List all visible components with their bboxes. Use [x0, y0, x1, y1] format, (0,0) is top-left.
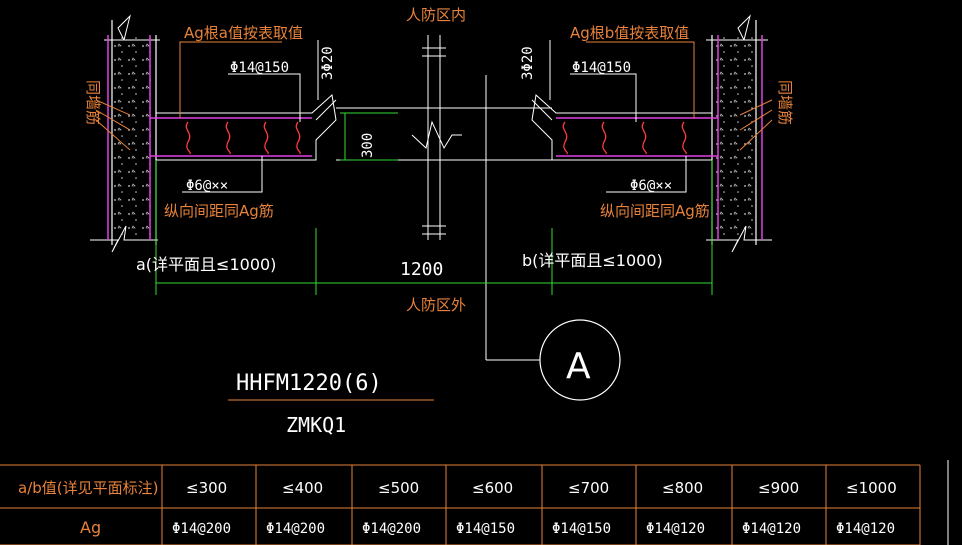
table-col-header: ≤500: [378, 479, 419, 497]
table-value-cell: Φ14@200: [266, 521, 325, 537]
right-top-note: Ag根b值按表取值: [570, 24, 689, 42]
table-col-header: ≤900: [758, 479, 799, 497]
table-value-cell: Φ14@120: [742, 521, 801, 537]
table-value-cell: Φ14@150: [456, 521, 515, 537]
stirrup-note-right: 纵向间距同Ag筋: [600, 202, 710, 220]
rebar-top-right-label: Φ14@150: [572, 60, 631, 76]
drawing-subtitle: ZMKQ1: [286, 413, 346, 437]
inside-zone-label: 人防区内: [406, 6, 466, 24]
table-col-header: ≤400: [282, 479, 323, 497]
table-col-header: ≤700: [568, 479, 609, 497]
section-marker-letter: A: [566, 346, 591, 387]
bars-right-label: 3Φ20: [520, 46, 536, 80]
table-header-label: a/b值(详见平面标注): [18, 479, 158, 497]
dimension-a-label: a(详平面且≤1000): [136, 255, 276, 274]
white-leaders: [182, 40, 687, 193]
table-value-cell: Φ14@150: [552, 521, 611, 537]
stirrup-right-label: Φ6@××: [630, 178, 672, 194]
center-axis: [411, 35, 540, 361]
table-ag-label: Ag: [80, 518, 101, 537]
drawing-title: HHFM1220(6): [236, 371, 382, 396]
rebar-lines: [150, 117, 718, 157]
table-value-cell: Φ14@200: [362, 521, 421, 537]
table-col-header: ≤600: [472, 479, 513, 497]
table-value-cell: Φ14@200: [172, 521, 231, 537]
height-dimension: 300: [360, 133, 376, 158]
rebar-top-left-label: Φ14@150: [230, 60, 289, 76]
leader-lines: [95, 41, 773, 151]
dimension-1200-label: 1200: [400, 259, 443, 280]
rebar-table: a/b值(详见平面标注) Ag ≤300 ≤400 ≤500 ≤600 ≤700…: [0, 460, 949, 545]
left-wall: [90, 14, 160, 253]
right-wall: [706, 14, 772, 253]
left-top-note: Ag根a值按表取值: [184, 24, 303, 42]
stirrup-note-left: 纵向间距同Ag筋: [164, 202, 274, 220]
left-beam: [156, 94, 337, 161]
dimension-b-label: b(详平面且≤1000): [522, 251, 663, 270]
table-value-cell: Φ14@120: [646, 521, 705, 537]
table-col-header: ≤300: [186, 479, 227, 497]
dimension-lines: [155, 112, 713, 295]
wall-note-left: 同墙筋: [84, 80, 102, 125]
table-col-header: ≤1000: [846, 479, 897, 497]
bars-left-label: 3Φ20: [320, 46, 336, 80]
table-col-header: ≤800: [662, 479, 703, 497]
wall-note-right: 同墙筋: [776, 80, 794, 125]
outside-zone-label: 人防区外: [406, 296, 466, 314]
stirrup-left-label: Φ6@××: [186, 178, 228, 194]
stirrups: [185, 121, 687, 155]
section-marker: A: [539, 319, 621, 401]
table-value-cell: Φ14@120: [836, 521, 895, 537]
